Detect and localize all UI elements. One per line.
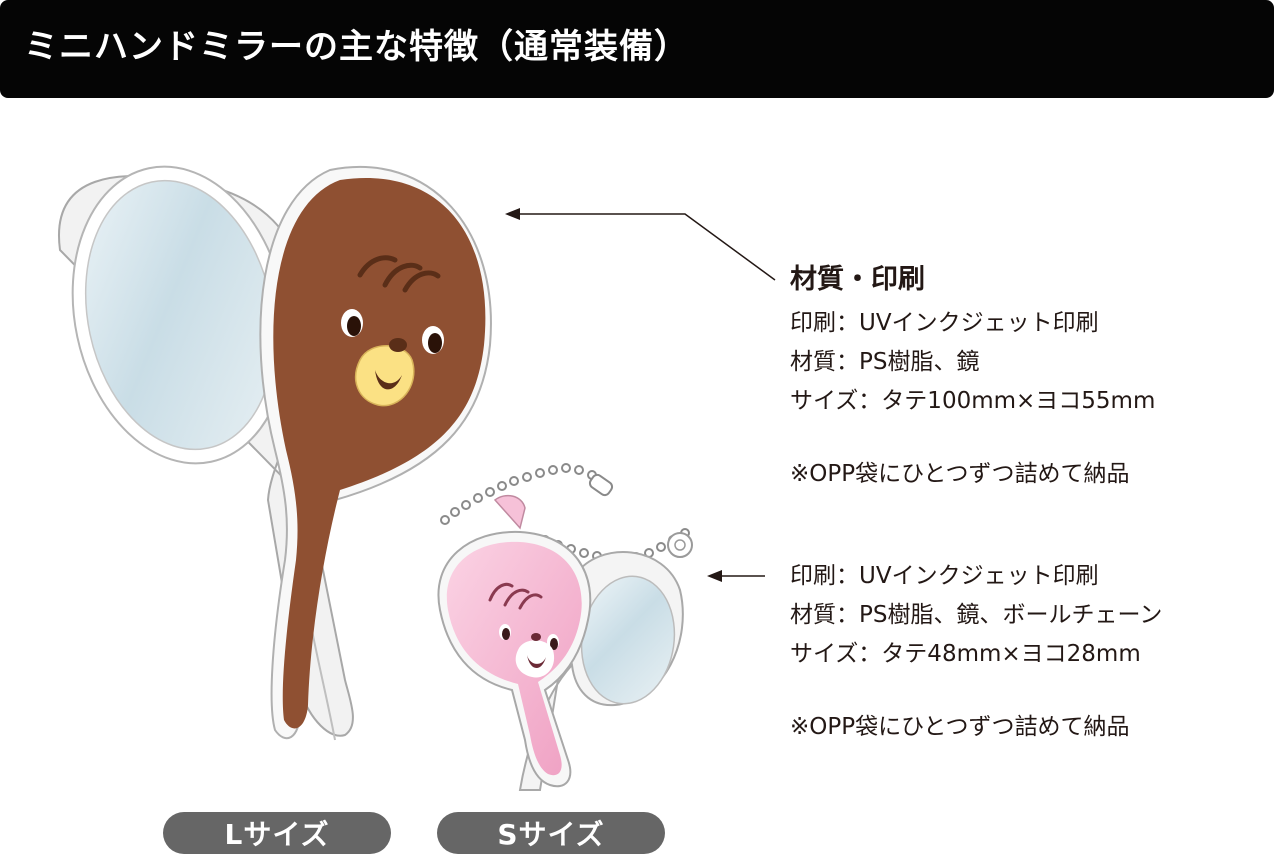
large-spec-print: 印刷：UVインクジェット印刷 [790, 310, 1099, 336]
large-spec-note: ※OPP袋にひとつずつ詰めて納品 [790, 461, 1130, 487]
page-title: ミニハンドミラーの主な特徴（通常装備） [24, 27, 689, 67]
callout-arrow-large [505, 208, 776, 281]
large-spec-block: 材質・印刷 印刷：UVインクジェット印刷 材質：PS樹脂、鏡 サイズ：タテ100… [790, 262, 1155, 494]
small-spec-block: 印刷：UVインクジェット印刷 材質：PS樹脂、鏡、ボールチェーン サイズ：タテ4… [790, 557, 1162, 747]
small-mirror-back [518, 532, 693, 791]
large-spec-material: 材質：PS樹脂、鏡 [790, 349, 980, 375]
callout-arrow-small [707, 570, 765, 582]
small-spec-size: サイズ：タテ48mm×ヨコ28mm [790, 641, 1141, 667]
large-mirror-front [259, 165, 492, 740]
small-spec-print: 印刷：UVインクジェット印刷 [790, 563, 1099, 589]
small-spec-note: ※OPP袋にひとつずつ詰めて納品 [790, 714, 1130, 740]
spec-heading: 材質・印刷 [790, 264, 925, 295]
large-spec-size: サイズ：タテ100mm×ヨコ55mm [790, 388, 1156, 414]
header-bar: ミニハンドミラーの主な特徴（通常装備） [0, 0, 1274, 98]
large-size-label: Lサイズ [163, 812, 391, 854]
small-size-label: Sサイズ [437, 812, 665, 854]
small-mirror-front [437, 494, 592, 788]
small-spec-material: 材質：PS樹脂、鏡、ボールチェーン [790, 602, 1163, 628]
